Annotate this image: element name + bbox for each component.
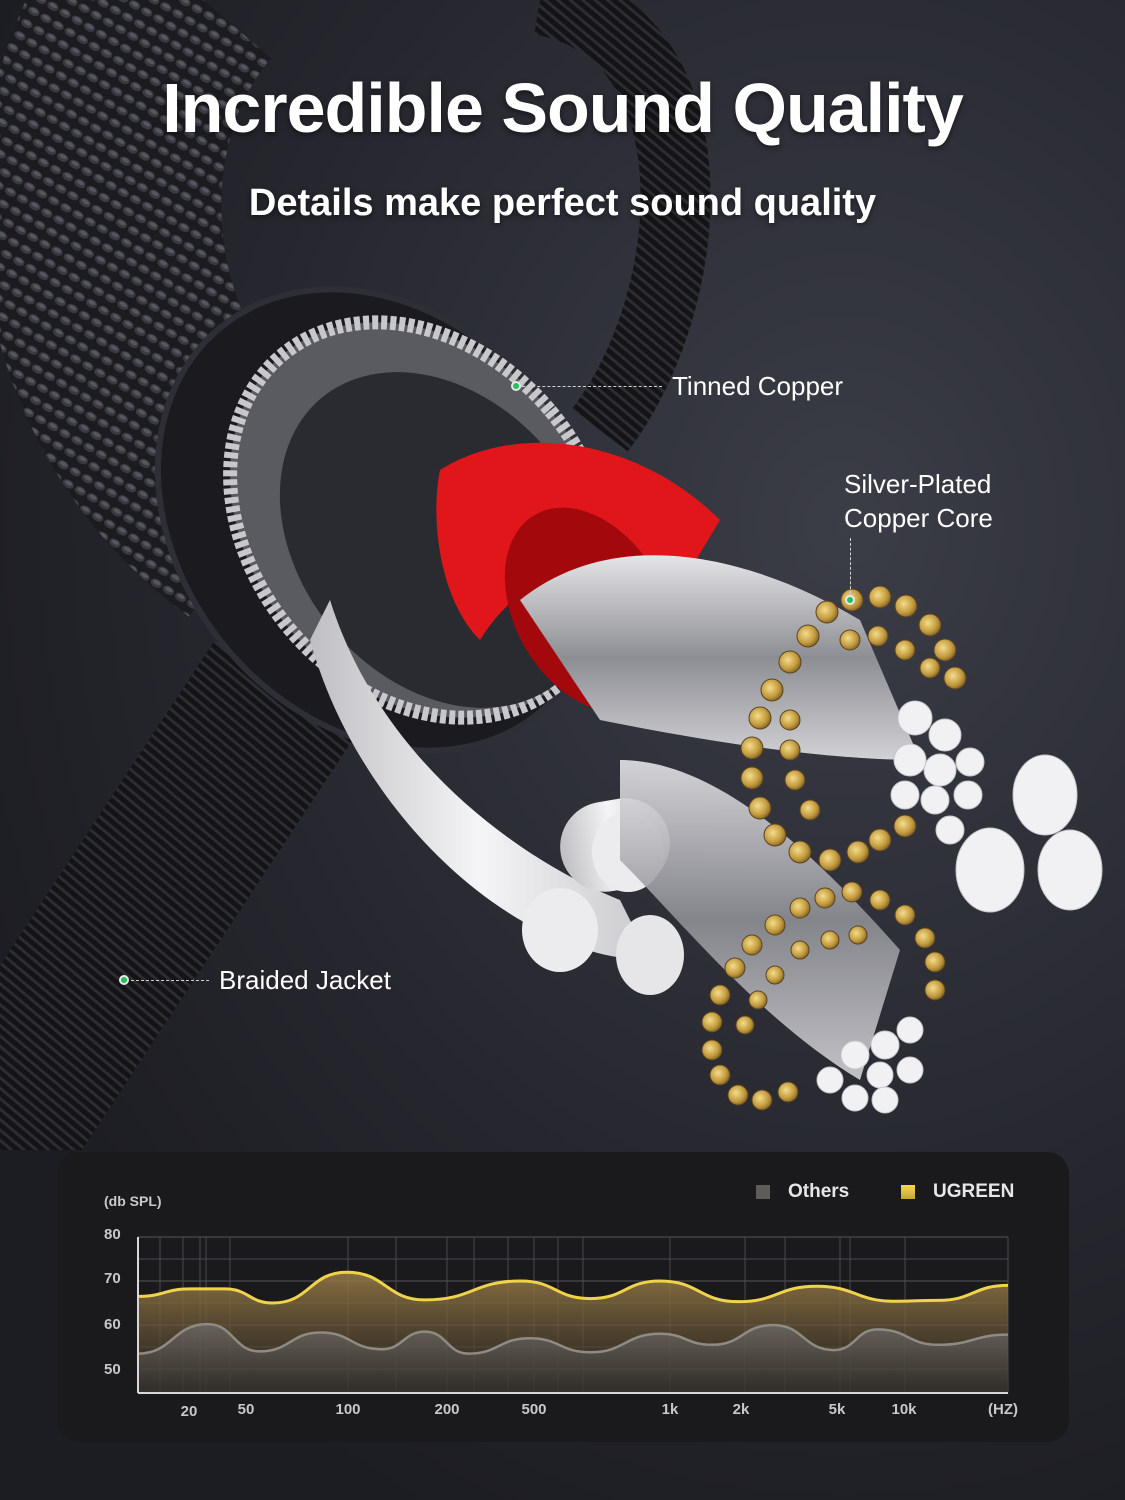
x-tick-5k: 5k <box>828 1401 846 1418</box>
tinned-copper-label: Tinned Copper <box>672 371 844 401</box>
ugreen-line <box>137 1270 1009 1305</box>
silver-plated-leader-line <box>850 538 851 594</box>
x-tick-200: 200 <box>434 1401 460 1418</box>
legend-ugreen-label: UGREEN <box>933 1181 1015 1202</box>
others-line <box>137 1322 1009 1355</box>
x-tick-1k: 1k <box>661 1401 679 1418</box>
x-tick-2k: 2k <box>732 1401 750 1418</box>
others-area <box>138 1324 1008 1393</box>
tinned-copper-marker-icon <box>511 381 521 391</box>
y-tick-80: 80 <box>104 1226 121 1243</box>
hero-title: Incredible Sound Quality <box>162 69 964 147</box>
braided-jacket-leader-line <box>131 980 209 981</box>
braided-jacket-marker-icon <box>119 975 129 985</box>
tinned-copper-leader-line <box>522 386 662 387</box>
y-tick-70: 70 <box>104 1270 121 1287</box>
cable-illustration <box>0 0 1103 1150</box>
legend-ugreen: UGREEN <box>901 1180 1014 1204</box>
x-tick-20: 20 <box>180 1403 198 1420</box>
x-tick-50: 50 <box>237 1401 255 1418</box>
silver-plated-label-line2: Copper Core <box>844 503 993 533</box>
legend-others: Others <box>756 1180 849 1204</box>
y-axis-label: (db SPL) <box>104 1193 162 1209</box>
braided-jacket-label: Braided Jacket <box>219 965 391 995</box>
silver-plated-label-line1: Silver-Plated <box>844 469 992 499</box>
silver-plated-marker-icon <box>845 595 855 605</box>
x-axis-unit-label: (HZ) <box>988 1401 1018 1418</box>
y-tick-50: 50 <box>104 1361 121 1378</box>
legend-others-label: Others <box>788 1181 850 1202</box>
y-tick-60: 60 <box>104 1316 121 1333</box>
x-tick-500: 500 <box>521 1401 547 1418</box>
ugreen-swatch-icon <box>901 1185 915 1199</box>
others-swatch-icon <box>756 1185 770 1199</box>
x-tick-10k: 10k <box>891 1401 917 1418</box>
hero-subtitle: Details make perfect sound quality <box>248 182 877 224</box>
x-tick-100: 100 <box>335 1401 361 1418</box>
